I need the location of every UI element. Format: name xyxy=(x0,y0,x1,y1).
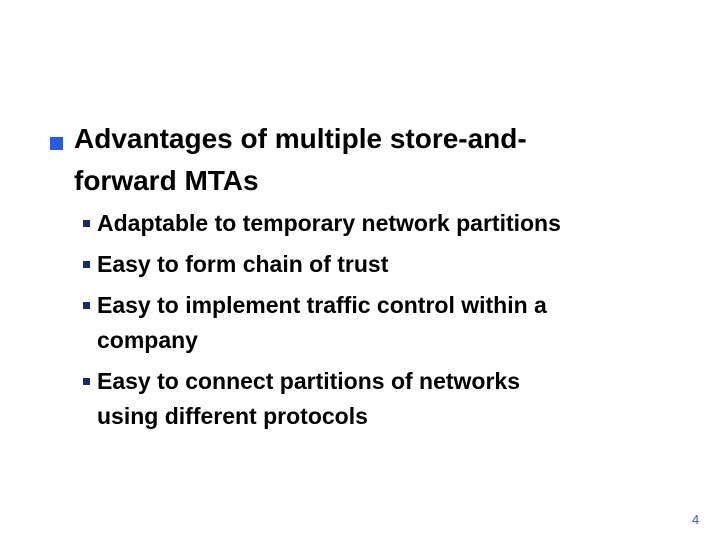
slide-title-line-2: forward MTAs xyxy=(74,165,259,196)
list-item-text: Easy to implement traffic control within… xyxy=(97,292,547,318)
list-item-text: company xyxy=(97,327,198,353)
list-item: Easy to connect partitions of networks u… xyxy=(83,364,561,434)
slide-title-line-1: Advantages of multiple store-and- xyxy=(74,123,527,154)
square-bullet-icon xyxy=(83,378,90,385)
list-item: Easy to implement traffic control within… xyxy=(83,288,561,358)
list-item-text: Easy to form chain of trust xyxy=(97,251,389,277)
list-item: Adaptable to temporary network partition… xyxy=(83,206,561,241)
page-number: 4 xyxy=(692,512,700,527)
title-square-bullet-icon xyxy=(50,137,63,150)
list-item: Easy to form chain of trust xyxy=(83,247,561,282)
list-item-text: Easy to connect partitions of networks xyxy=(97,368,521,394)
list-item-text: using different protocols xyxy=(97,403,368,429)
square-bullet-icon xyxy=(83,220,90,227)
slide-title: Advantages of multiple store-and- forwar… xyxy=(74,118,527,202)
bullet-list: Adaptable to temporary network partition… xyxy=(83,206,561,440)
square-bullet-icon xyxy=(83,302,90,309)
square-bullet-icon xyxy=(83,261,90,268)
list-item-text: Adaptable to temporary network partition… xyxy=(97,210,561,236)
